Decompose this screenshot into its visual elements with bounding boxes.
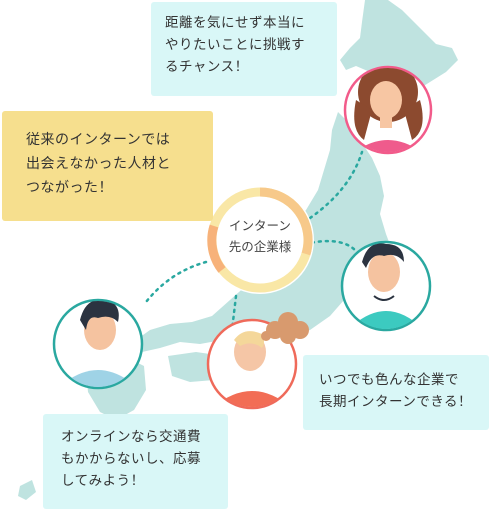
woman-curly-hair-avatar [343,65,433,155]
hub-ring [206,186,314,294]
speech-bubble-bottom: オンラインなら交通費 もかからないし、応募 してみよう！ [43,414,228,509]
thought-cloud-icon [261,312,309,344]
man-blonde-avatar [206,318,298,410]
woman-short-hair-avatar [52,298,144,390]
speech-bubble-top: 距離を気にせず本当に やりたいことに挑戦す るチャンス！ [151,2,337,96]
speech-bubble-right: いつでも色んな企業で 長期インターンできる！ [303,355,489,430]
speech-bubble-left: 従来のインターンでは 出会えなかった人材と つながった！ [2,111,213,221]
man-dark-hair-avatar [340,240,432,332]
hub-label: インターン 先の企業様 [228,218,292,254]
